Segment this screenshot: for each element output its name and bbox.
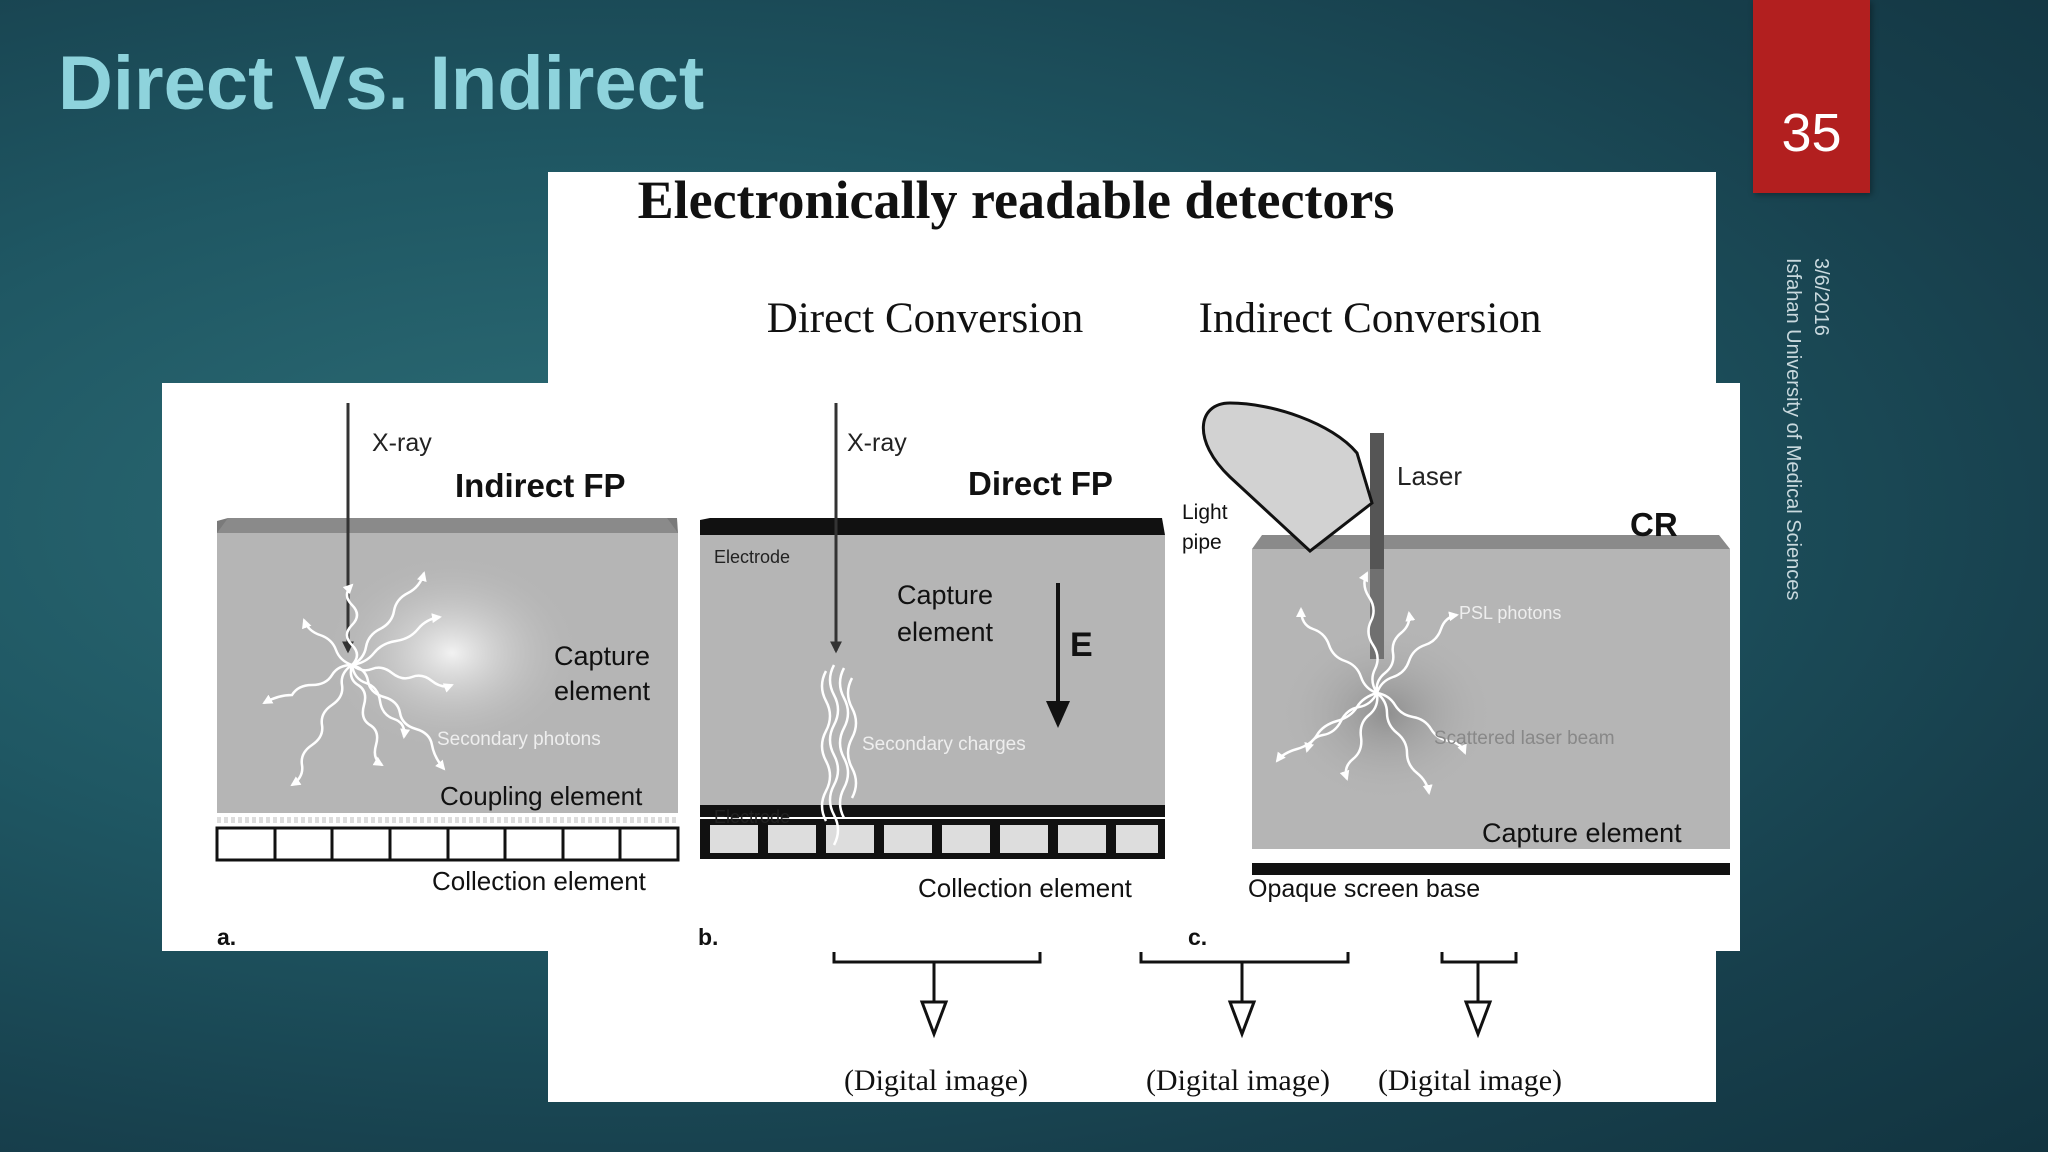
- panel-c-light-2: pipe: [1182, 531, 1222, 554]
- panel-c-laser: Laser: [1397, 461, 1462, 491]
- panel-a-xray: X-ray: [372, 429, 432, 457]
- panel-b-secondary: Secondary charges: [862, 734, 1026, 755]
- back-figure-title: Electronically readable detectors: [638, 172, 1395, 230]
- page-number: 35: [1781, 103, 1842, 163]
- detector-panels-figure: X-ray Indirect FP Capture element Second…: [162, 383, 1740, 951]
- panel-c-scattered: Scattered laser beam: [1434, 728, 1615, 749]
- panel-c-psl: PSL photons: [1459, 603, 1561, 623]
- secondary-photon-paths: [262, 571, 454, 787]
- panel-c-capture: Capture element: [1482, 818, 1682, 848]
- light-pipe-shape: [1201, 401, 1374, 553]
- panel-b-capture-1: Capture: [897, 580, 993, 610]
- output-arrow-3: [1440, 952, 1518, 1039]
- page-number-badge: 35: [1753, 0, 1870, 193]
- slide-institution: Isfahan University of Medical Sciences: [1782, 258, 1804, 601]
- output-arrow-2: [1139, 952, 1350, 1039]
- digital-image-1: (Digital image): [844, 1064, 1028, 1097]
- panel-b-capture-2: element: [897, 617, 994, 647]
- panel-b-field-e: E: [1070, 626, 1093, 664]
- panel-b-electrode-top: Electrode: [714, 547, 790, 567]
- panel-a-capture-1: Capture: [554, 641, 650, 671]
- col-direct-label: Direct Conversion: [767, 295, 1083, 342]
- scattered-beam-paths: [1275, 571, 1467, 795]
- panel-c-title: CR: [1630, 506, 1678, 543]
- panel-b-tag: b.: [698, 924, 718, 950]
- panel-b-collection: Collection element: [918, 873, 1133, 903]
- panel-c-cr: Light pipe Laser CR PSL photons Scattere…: [1182, 401, 1730, 950]
- panel-c-base: Opaque screen base: [1248, 875, 1480, 903]
- panel-a-secondary: Secondary photons: [437, 729, 601, 750]
- panel-a-capture-2: element: [554, 676, 651, 706]
- secondary-charge-paths: [820, 664, 858, 846]
- slide-date: 3/6/2016: [1810, 258, 1832, 336]
- panel-b-xray: X-ray: [847, 429, 907, 457]
- panel-b-direct-fp: X-ray Direct FP Electrode Capture elemen…: [698, 403, 1165, 950]
- output-arrow-1: [832, 952, 1042, 1039]
- slide-title: Direct Vs. Indirect: [58, 41, 705, 126]
- panel-a-indirect-fp: X-ray Indirect FP Capture element Second…: [215, 403, 680, 950]
- panel-a-tag: a.: [217, 924, 236, 950]
- col-indirect-label: Indirect Conversion: [1199, 295, 1542, 342]
- digital-image-2: (Digital image): [1146, 1064, 1330, 1097]
- footer-vertical: 3/6/2016 Isfahan University of Medical S…: [1782, 258, 1835, 678]
- panel-c-tag: c.: [1188, 924, 1207, 950]
- panel-b-electrode-bottom: Electrode: [714, 807, 790, 827]
- panel-a-title: Indirect FP: [455, 467, 626, 504]
- panel-b-title: Direct FP: [968, 465, 1113, 502]
- panel-a-coupling: Coupling element: [440, 781, 643, 811]
- digital-image-3: (Digital image): [1378, 1064, 1562, 1097]
- panel-c-light-1: Light: [1182, 501, 1228, 524]
- panel-a-collection: Collection element: [432, 866, 647, 896]
